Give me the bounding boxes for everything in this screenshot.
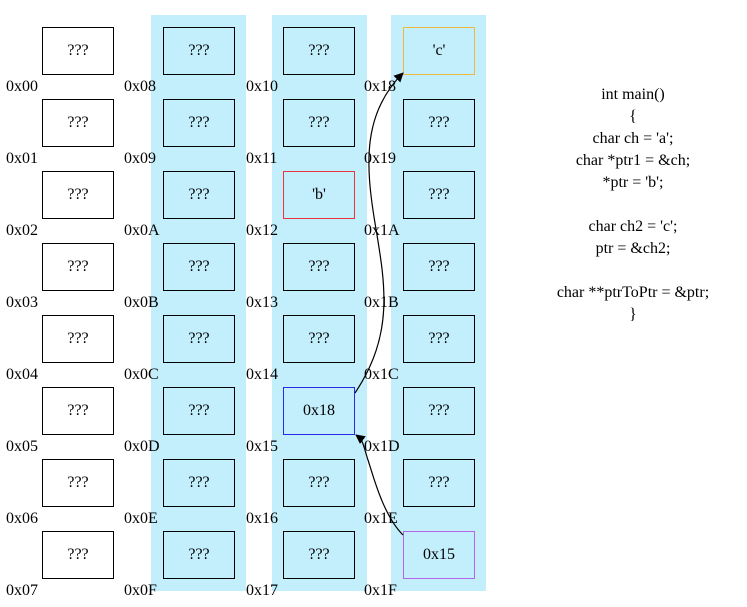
memory-address-label: 0x1E [364,510,398,527]
memory-cell: ??? [163,459,235,507]
memory-address-label: 0x0A [124,222,160,239]
memory-cell: ??? [42,315,114,363]
code-line: char **ptrToPtr = &ptr; [556,284,710,301]
memory-cell: ??? [403,459,475,507]
memory-address-label: 0x19 [364,150,396,167]
memory-address-label: 0x03 [6,294,38,311]
memory-cell: ??? [163,387,235,435]
memory-cell: 'c' [403,27,475,75]
memory-cell: 'b' [283,171,355,219]
memory-address-label: 0x09 [124,150,156,167]
code-line: char *ptr1 = &ch; [575,152,691,169]
memory-cell: ??? [163,171,235,219]
code-line: int main() [601,86,665,103]
code-line [540,194,726,216]
memory-address-label: 0x0D [124,438,160,455]
memory-cell: ??? [283,315,355,363]
memory-cell: ??? [403,99,475,147]
memory-address-label: 0x10 [246,78,278,95]
memory-address-label: 0x18 [364,78,396,95]
code-listing: int main() { char ch = 'a'; char *ptr1 = &c… [540,84,726,326]
memory-cell: ??? [163,99,235,147]
memory-address-label: 0x0E [124,510,158,527]
code-line: char ch = 'a'; [592,130,674,147]
memory-address-label: 0x15 [246,438,278,455]
memory-cell: ??? [163,243,235,291]
memory-address-label: 0x14 [246,366,278,383]
memory-cell: ??? [42,459,114,507]
memory-cell: 0x15 [403,531,475,579]
memory-address-label: 0x08 [124,78,156,95]
memory-cell: ??? [42,531,114,579]
memory-address-label: 0x05 [6,438,38,455]
code-line: char ch2 = 'c'; [588,218,678,235]
code-line: } [629,306,637,323]
memory-address-label: 0x11 [246,150,278,167]
code-line: { [629,108,637,125]
memory-address-label: 0x12 [246,222,278,239]
memory-address-label: 0x1F [364,582,397,599]
memory-cell: ??? [42,387,114,435]
code-line [540,260,726,282]
memory-address-label: 0x16 [246,510,278,527]
memory-address-label: 0x1D [364,438,400,455]
memory-address-label: 0x02 [6,222,38,239]
memory-address-label: 0x0C [124,366,159,383]
memory-column-highlight [391,15,486,591]
code-line: *ptr = 'b'; [602,174,664,191]
memory-cell: ??? [403,243,475,291]
memory-cell: ??? [283,243,355,291]
memory-address-label: 0x1B [364,294,399,311]
memory-address-label: 0x1A [364,222,400,239]
memory-address-label: 0x1C [364,366,399,383]
memory-cell: ??? [163,531,235,579]
memory-cell: 0x18 [283,387,355,435]
memory-address-label: 0x0B [124,294,159,311]
code-line: ptr = &ch2; [595,240,671,257]
memory-cell: ??? [163,27,235,75]
memory-cell: ??? [283,99,355,147]
memory-cell: ??? [403,315,475,363]
memory-cell: ??? [42,243,114,291]
memory-cell: ??? [163,315,235,363]
memory-address-label: 0x0F [124,582,157,599]
memory-cell: ??? [42,171,114,219]
memory-address-label: 0x17 [246,582,278,599]
memory-cell: ??? [283,531,355,579]
memory-cell: ??? [283,459,355,507]
memory-column-highlight [272,15,367,591]
memory-address-label: 0x04 [6,366,38,383]
memory-address-label: 0x13 [246,294,278,311]
memory-column-highlight [151,15,246,591]
memory-address-label: 0x00 [6,78,38,95]
memory-cell: ??? [403,171,475,219]
memory-cell: ??? [42,99,114,147]
memory-address-label: 0x07 [6,582,38,599]
memory-address-label: 0x06 [6,510,38,527]
memory-cell: ??? [283,27,355,75]
memory-cell: ??? [42,27,114,75]
memory-cell: ??? [403,387,475,435]
memory-address-label: 0x01 [6,150,38,167]
